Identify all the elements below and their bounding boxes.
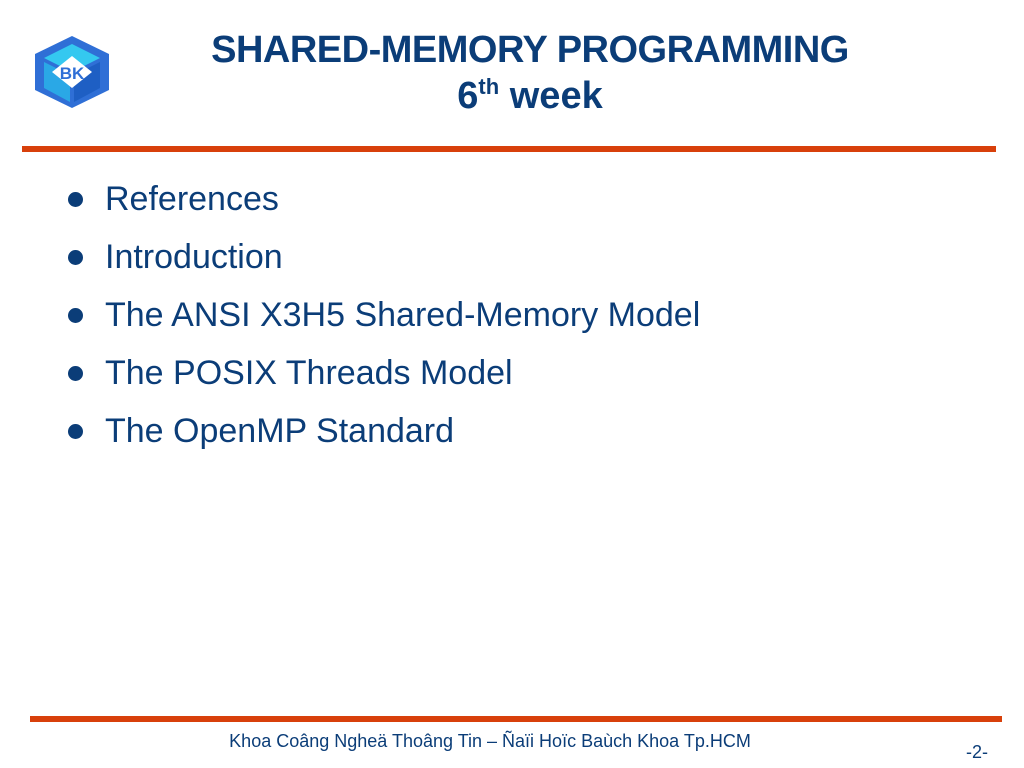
title-week: 6th week [120,74,940,118]
bullet-list: References Introduction The ANSI X3H5 Sh… [68,170,700,460]
title-main: SHARED-MEMORY PROGRAMMING [211,29,849,71]
week-number: 6 [457,75,479,117]
bullet-icon [68,423,83,439]
university-logo-icon: BK [30,34,114,110]
list-item: Introduction [68,228,700,286]
logo-text: BK [60,64,85,83]
bullet-icon [68,365,83,381]
bullet-text: References [105,179,279,218]
week-ordinal-suffix: th [478,74,500,99]
page-number: -2- [966,742,988,762]
week-word: week [509,75,603,117]
list-item: The ANSI X3H5 Shared-Memory Model [68,286,700,344]
bottom-divider [30,716,1002,722]
bullet-icon [68,307,83,323]
bullet-text: The ANSI X3H5 Shared-Memory Model [105,295,701,334]
bullet-text: Introduction [105,237,283,276]
list-item: References [68,170,700,228]
slide-title: SHARED-MEMORY PROGRAMMING 6th week [120,28,940,118]
footer-text: Khoa Coâng Ngheä Thoâng Tin – Ñaïi Hoïc … [229,731,751,751]
bullet-text: The OpenMP Standard [105,411,455,450]
top-divider [22,146,996,152]
bullet-text: The POSIX Threads Model [105,353,513,392]
bullet-icon [68,249,83,265]
list-item: The POSIX Threads Model [68,344,700,402]
list-item: The OpenMP Standard [68,402,700,460]
bullet-icon [68,191,83,207]
